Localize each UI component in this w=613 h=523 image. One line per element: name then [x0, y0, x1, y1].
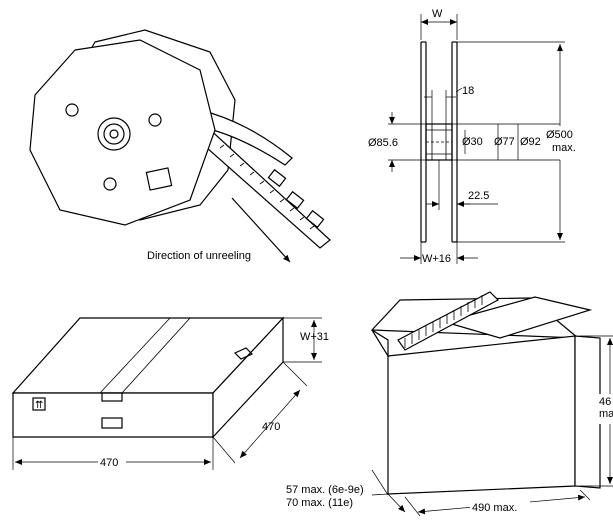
- open-box: 46 ma 490 max. 57 max. (6e-9e) 70 max. (…: [286, 291, 613, 517]
- box-front: [387, 335, 576, 495]
- open-box-width-label: 490 max.: [472, 502, 517, 514]
- d2-label: Ø30: [462, 136, 483, 148]
- box-tape-front-top: [101, 392, 123, 402]
- box-reel-inside: [397, 291, 499, 351]
- outer-diameter-label: Ø500: [546, 129, 573, 141]
- d1-label: Ø85.6: [368, 137, 398, 149]
- reel-hole: [103, 177, 117, 191]
- offset-label: 22.5: [468, 190, 489, 202]
- reel-hub-outer: [97, 117, 131, 151]
- outer-diameter-note: max.: [552, 142, 576, 154]
- tape-sprocket-holes: [219, 144, 315, 230]
- box-depth-label: 470: [262, 421, 280, 433]
- reel-hole: [65, 103, 79, 117]
- d3-label: Ø77: [494, 136, 515, 148]
- open-box-depth-label-2: 70 max. (11e): [286, 497, 353, 509]
- reel-front-flange: [29, 39, 216, 226]
- tape-pockets: [267, 168, 325, 229]
- carrier-tape: [199, 109, 293, 166]
- box-lid-right: [442, 296, 593, 339]
- open-box-height-label: 46: [599, 396, 611, 408]
- w-dimension-label: W: [432, 8, 443, 20]
- box-width-label: 470: [100, 457, 118, 469]
- direction-label: Direction of unreeling: [147, 250, 251, 262]
- hub-width-label: 18: [462, 85, 474, 97]
- open-box-depth-label-1: 57 max. (6e-9e): [286, 484, 364, 496]
- reel-hole: [148, 113, 162, 127]
- box-reel-teeth: [404, 295, 483, 348]
- reel-label-window: [145, 167, 173, 191]
- reel-side-view: W 18 Ø85.6 Ø30 Ø77 Ø92 Ø500 max.: [368, 8, 576, 265]
- box-tape-front-bottom: [101, 417, 123, 429]
- d4-label: Ø92: [520, 136, 541, 148]
- box-side: [574, 335, 601, 489]
- open-box-height-note: ma: [599, 408, 613, 420]
- reel-hub-center: [109, 129, 119, 139]
- bottom-width-label: W+16: [422, 253, 451, 265]
- box-height-label: W+31: [300, 331, 329, 343]
- flat-box: ⇈ W+31 470 470: [11, 316, 329, 470]
- unreel-direction-arrow: [231, 197, 291, 263]
- up-arrows-icon: ⇈: [35, 400, 43, 411]
- box-up-label: [32, 397, 46, 411]
- reel-perspective: Direction of unreeling: [29, 29, 331, 263]
- box-left-flap: [371, 329, 389, 359]
- reel-hub-inner: [103, 123, 125, 145]
- box-tab: [233, 347, 254, 360]
